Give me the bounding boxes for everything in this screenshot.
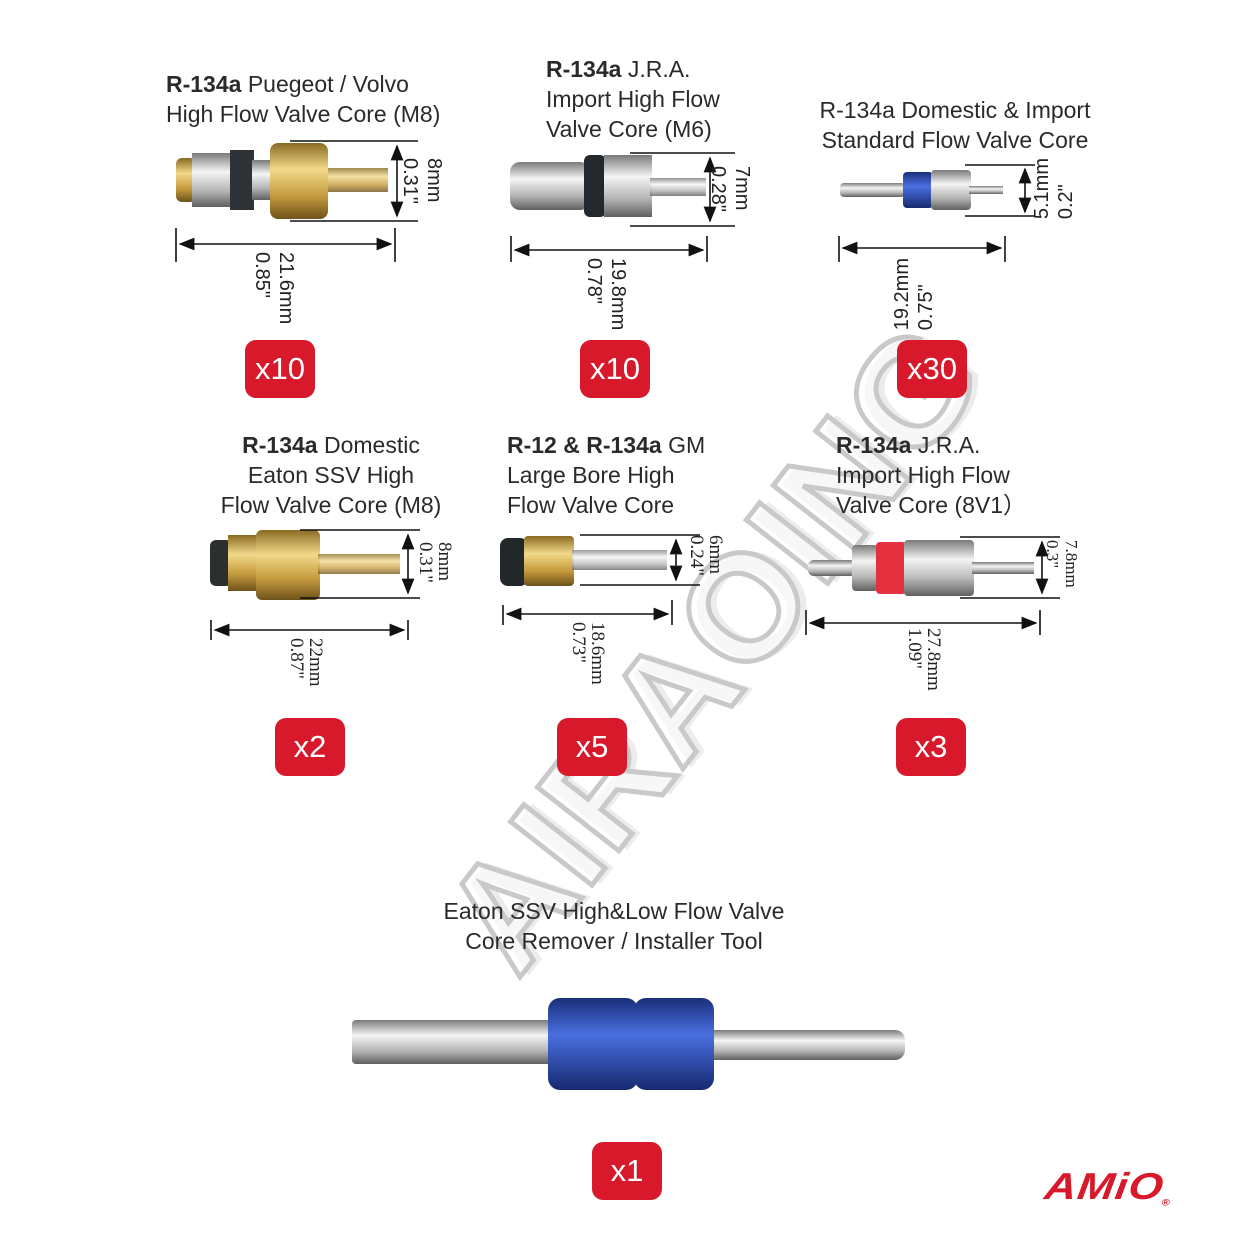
brand-logo: AMiO® [1042, 1165, 1172, 1209]
valve-core-tool [352, 998, 905, 1090]
valve-core-5 [500, 534, 700, 625]
valve-core-3 [838, 164, 1035, 262]
product-3-title: R-134a Domestic & Import Standard Flow V… [819, 97, 1091, 153]
product-1-title: R-134a Puegeot / Volvo High Flow Valve C… [166, 71, 441, 127]
product-2-quantity-badge: x10 [580, 340, 650, 398]
valve-core-6 [805, 536, 1060, 635]
product-5-quantity-badge: x5 [557, 718, 627, 776]
product-4-quantity-badge: x2 [275, 718, 345, 776]
product-2-title: R-134a J.R.A. Import High Flow Valve Cor… [546, 56, 720, 142]
tool-title: Eaton SSV High&Low Flow Valve Core Remov… [443, 898, 785, 954]
tool-quantity-badge: x1 [592, 1142, 662, 1200]
product-5-title: R-12 & R-134a GM Large Bore High Flow Va… [507, 432, 706, 518]
product-6-title: R-134a J.R.A. Import High Flow Valve Cor… [836, 432, 1027, 518]
valve-core-1 [175, 140, 418, 262]
valve-core-4 [210, 529, 420, 640]
product-4-title: R-134a Domestic Eaton SSV High Flow Valv… [220, 432, 442, 518]
product-6-quantity-badge: x3 [896, 718, 966, 776]
product-1-quantity-badge: x10 [245, 340, 315, 398]
valve-core-2 [510, 152, 735, 262]
product-3-quantity-badge: x30 [897, 340, 967, 398]
